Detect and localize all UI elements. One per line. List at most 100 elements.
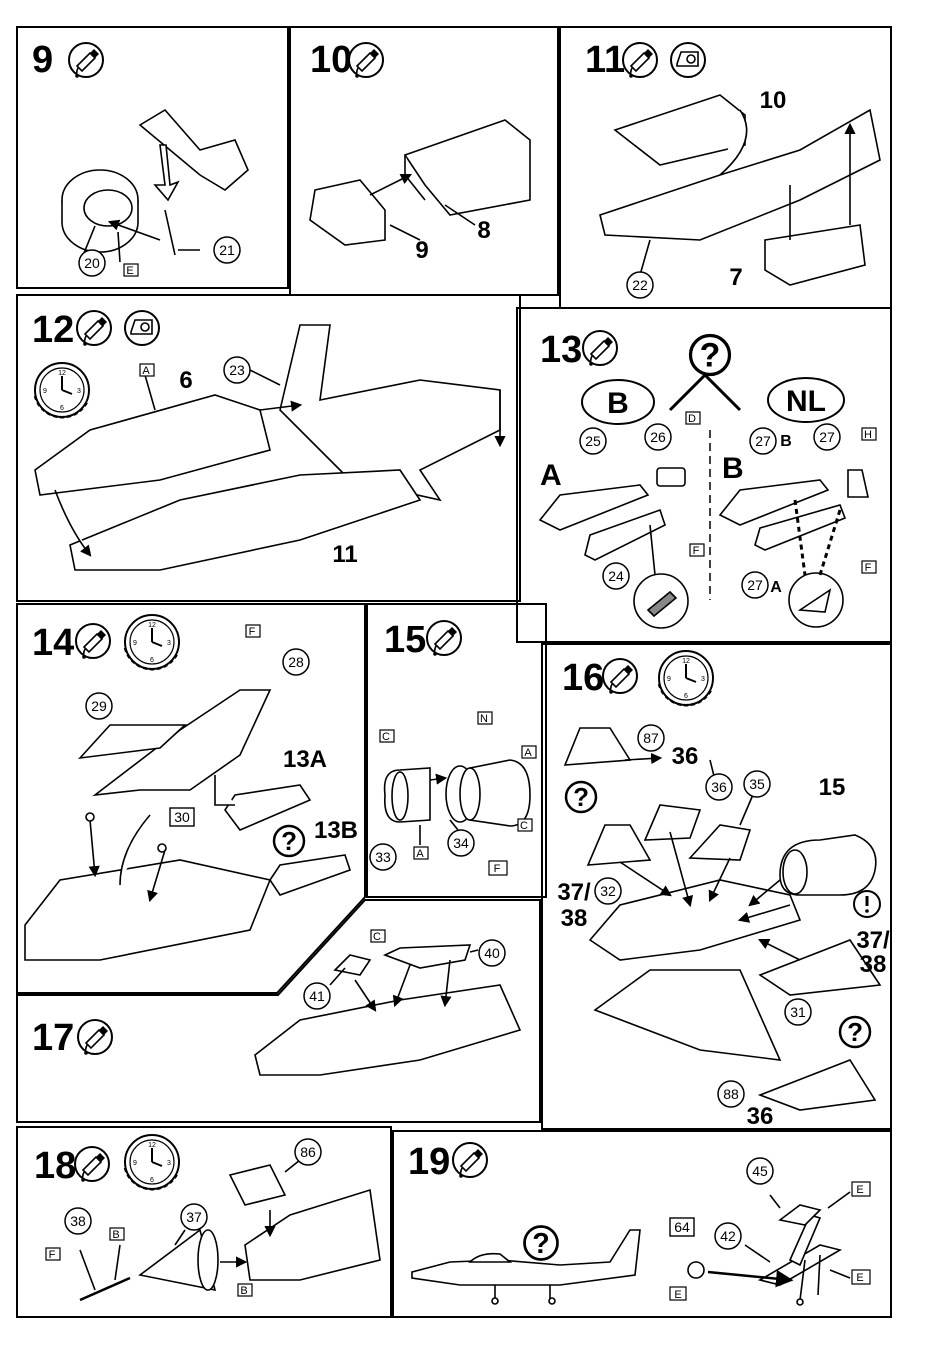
part-label: 11 [332,541,357,568]
part-callout: 33 [375,849,391,865]
step-19-drawing [412,1192,850,1305]
color-tag: A [416,848,424,860]
step-12: 12 A 23 6 11 [32,309,500,570]
color-tag: F [865,562,872,574]
part-callout: 35 [749,776,765,792]
step-18: 18 86 37 38 F B B [34,1135,380,1300]
color-tag: F [494,863,501,875]
color-tag: B [240,1285,247,1297]
variant-label: A [540,459,562,492]
part-callout: 32 [600,883,616,899]
part-callout: 21 [219,242,235,258]
part-callout: 34 [453,835,469,851]
step-number: 9 [32,39,53,81]
clock-icon [35,363,89,417]
part-label: 38 [860,951,887,978]
step-number: 15 [384,619,426,661]
step-number: 10 [310,39,352,81]
color-tag: N [480,713,488,725]
caution-icon [854,891,880,917]
step-12-drawing [35,325,500,570]
glue-icon [427,621,461,656]
step-11: 11 10 22 7 [585,39,880,298]
part-callout: 27 [755,433,771,449]
question-icon [566,782,596,812]
question-icon [274,826,304,856]
part-callout: 29 [91,698,107,714]
question-icon [840,1017,870,1047]
glue-icon [603,659,637,694]
color-tag: E [674,1289,681,1301]
step-number: 11 [585,39,625,81]
color-tag: E [856,1272,863,1284]
part-callout: 22 [632,277,648,293]
part-callout: 38 [70,1213,86,1229]
step-13: 13 B NL A B 25 [540,329,876,628]
glue-icon [623,43,657,78]
part-label: 15 [819,774,846,801]
color-tag: F [693,545,700,557]
part-label: 10 [760,87,787,114]
part-callout: 20 [84,255,100,271]
part-callout: 25 [585,433,601,449]
step-17-drawing [255,945,520,1075]
color-tag: C [382,731,390,743]
color-tag: E [126,265,133,277]
step-number: 14 [32,622,74,664]
part-callout: 27 [747,577,763,593]
glue-icon [453,1143,487,1178]
part-callout: 31 [790,1004,806,1020]
glue-icon [583,331,617,366]
part-callout: 24 [608,568,624,584]
step-14: 14 F 28 29 30 13A 13B [25,615,358,960]
color-tag: A [524,747,532,759]
part-callout: 45 [752,1163,768,1179]
color-tag: C [373,931,381,943]
clock-icon [125,1135,179,1189]
part-callout: 41 [309,988,325,1004]
variant-label: B [722,452,744,485]
part-label: 8 [477,217,490,244]
step-11-drawing [600,95,880,285]
question-icon [525,1227,558,1260]
glue-icon [349,43,383,78]
step-number: 19 [408,1141,450,1183]
part-label: 13B [314,817,358,844]
clock-icon [659,651,713,705]
step-15: 15 C N A C 33 A 34 F [370,619,536,875]
color-tag: C [520,820,528,832]
part-label: 37/ [856,927,890,954]
step-number: 16 [562,657,604,699]
part-callout: 87 [643,730,659,746]
part-label: 9 [415,237,428,264]
part-label: 7 [729,264,742,291]
part-callout: 42 [720,1228,736,1244]
part-label: 13A [283,746,327,773]
part-callout: 88 [723,1086,739,1102]
part-suffix: A [770,579,782,596]
country-label: B [607,387,629,420]
part-suffix: B [780,433,792,450]
part-label: 38 [561,905,588,932]
step-9: 9 20 21 E [32,39,248,277]
part-callout: 28 [288,654,304,670]
color-tag: A [142,365,150,377]
step-19: 19 45 42 6 [408,1141,870,1305]
step-number: 18 [34,1145,76,1187]
part-callout: 27 [819,429,835,445]
glue-icon [78,1020,112,1055]
step-10: 10 9 8 [310,39,530,264]
part-label: 36 [747,1103,774,1130]
step-10-drawing [310,120,530,245]
part-callout: 26 [650,429,666,445]
step-number: 12 [32,309,74,351]
part-callout: 36 [711,779,727,795]
glue-icon [77,311,111,346]
part-callout: 40 [484,945,500,961]
color-tag: B [112,1229,119,1241]
color-tag: E [856,1184,863,1196]
part-label: 6 [179,367,192,394]
color-tag: F [249,626,256,638]
step-16: 16 87 36 [557,651,890,1130]
